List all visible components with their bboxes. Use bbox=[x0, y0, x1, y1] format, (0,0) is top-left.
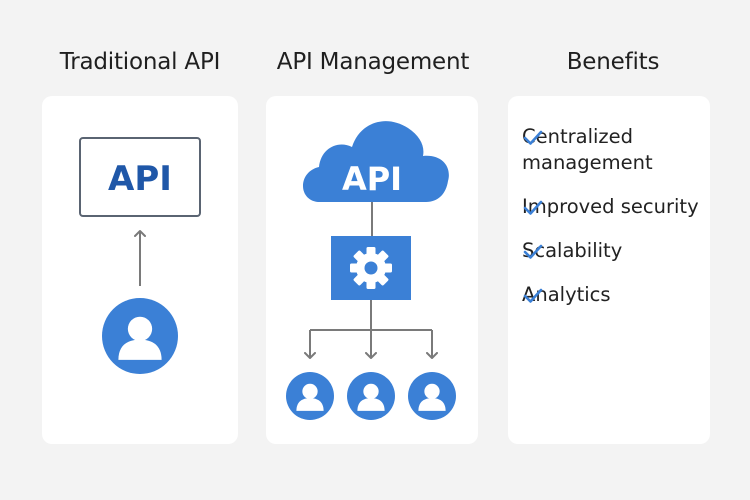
benefits-title: Benefits bbox=[566, 49, 660, 75]
check-icon bbox=[523, 200, 543, 215]
traditional-api-box: API bbox=[79, 137, 201, 217]
api-cloud: API bbox=[302, 121, 449, 202]
gateway-box bbox=[331, 236, 411, 300]
benefits-list: Centralized management Improved security… bbox=[522, 124, 712, 308]
check-icon bbox=[523, 130, 543, 145]
traditional-api-box-label: API bbox=[108, 159, 172, 199]
consumer-user-icon-1 bbox=[286, 372, 334, 420]
check-icon bbox=[523, 244, 543, 259]
benefit-item-analytics: Analytics bbox=[522, 282, 712, 308]
distribution-connectors bbox=[304, 300, 438, 359]
benefits-panel bbox=[508, 96, 710, 444]
traditional-api-title: Traditional API bbox=[59, 49, 221, 75]
benefit-item-centralized-management: Centralized management bbox=[522, 124, 712, 176]
benefit-item-scalability: Scalability bbox=[522, 238, 712, 264]
consumer-user-icon-2 bbox=[347, 372, 395, 420]
user-icon bbox=[102, 298, 178, 374]
benefit-label: Centralized management bbox=[522, 125, 653, 174]
consumer-user-icon-3 bbox=[408, 372, 456, 420]
benefit-item-improved-security: Improved security bbox=[522, 194, 712, 220]
benefit-label: Improved security bbox=[522, 195, 699, 218]
api-management-title: API Management bbox=[276, 49, 470, 75]
gear-icon bbox=[350, 247, 392, 289]
benefit-label: Analytics bbox=[522, 283, 611, 306]
benefit-label: Scalability bbox=[522, 239, 623, 262]
check-icon bbox=[523, 288, 543, 303]
api-cloud-label: API bbox=[342, 160, 402, 198]
